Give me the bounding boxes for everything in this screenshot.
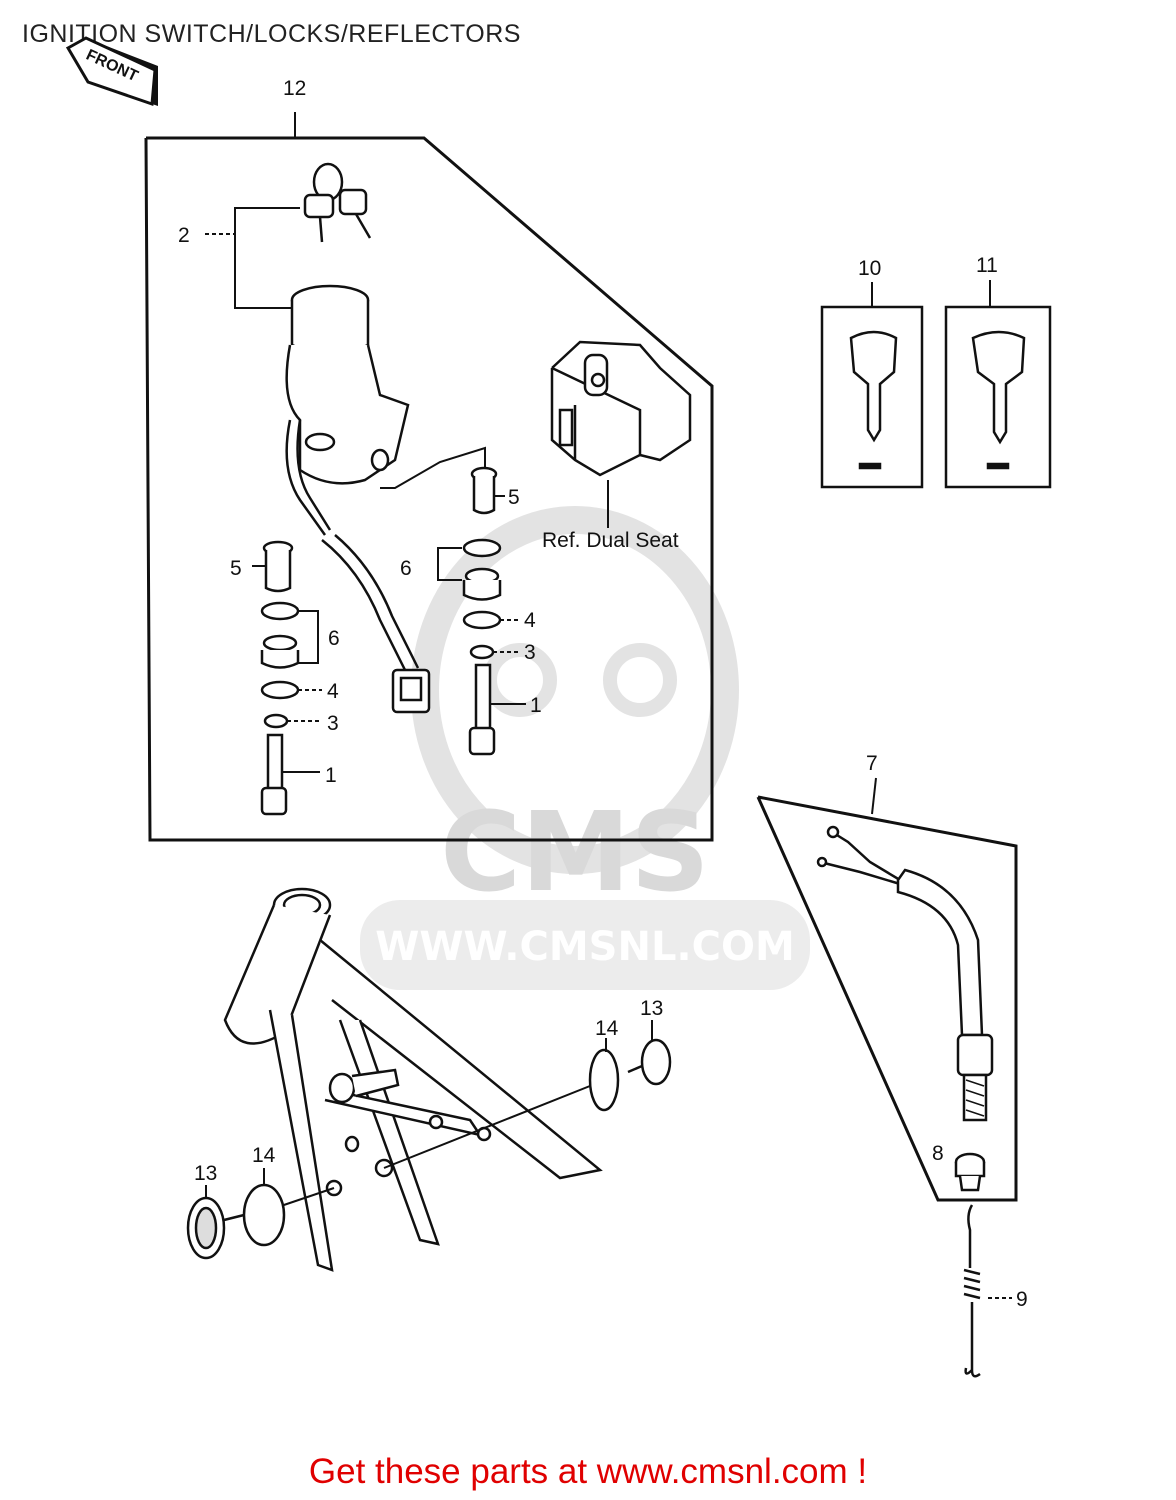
callout-1-right: 1 bbox=[530, 694, 542, 717]
callout-3-right: 3 bbox=[524, 641, 536, 664]
callout-11: 11 bbox=[976, 254, 998, 277]
callout-3-left: 3 bbox=[327, 712, 339, 735]
switch-wire-harness bbox=[321, 534, 420, 671]
callout-2: 2 bbox=[178, 224, 190, 247]
callout-13-right: 13 bbox=[640, 997, 663, 1020]
wire-connector-icon bbox=[391, 668, 431, 714]
callout-6-left: 6 bbox=[328, 627, 340, 650]
callout-7: 7 bbox=[866, 752, 878, 775]
callout-8: 8 bbox=[932, 1142, 944, 1165]
callout-9: 9 bbox=[1016, 1288, 1028, 1311]
item-2-bracket bbox=[205, 207, 300, 309]
ref-dual-seat-label: Ref. Dual Seat bbox=[542, 529, 679, 552]
right-fastener-stack bbox=[462, 466, 502, 756]
reflector-right-icon bbox=[588, 1038, 672, 1112]
footer-promo-text: Get these parts at www.cmsnl.com ! bbox=[308, 1452, 868, 1491]
callout-10: 10 bbox=[858, 257, 881, 280]
key-blank-11-card bbox=[944, 305, 1052, 489]
callout-4-left: 4 bbox=[327, 680, 339, 703]
callout-6-right: 6 bbox=[400, 557, 412, 580]
ignition-switch-body-icon bbox=[285, 284, 410, 536]
callout-14-left: 14 bbox=[252, 1144, 276, 1167]
diagram-title: IGNITION SWITCH/LOCKS/REFLECTORS bbox=[22, 20, 521, 48]
watermark-url: WWW.CMSNL.COM bbox=[375, 924, 795, 970]
callout-13-left: 13 bbox=[194, 1162, 217, 1185]
return-spring-icon bbox=[963, 1204, 1012, 1378]
ignition-switch-group-frame bbox=[144, 112, 714, 842]
neutral-switch-cable-icon bbox=[816, 825, 994, 1122]
item-6-bracket-right bbox=[437, 547, 462, 581]
left-stack-leaders bbox=[252, 565, 322, 773]
front-arrow-badge: FRONT bbox=[65, 36, 158, 107]
dual-seat-lock-icon bbox=[550, 340, 692, 477]
neutral-switch-group-frame bbox=[756, 777, 1018, 1202]
right-stack-leaders bbox=[490, 495, 526, 705]
key-blank-10-card bbox=[820, 305, 924, 489]
callout-14-right: 14 bbox=[595, 1017, 619, 1040]
callout-4-right: 4 bbox=[524, 609, 536, 632]
ignition-keys-icon bbox=[303, 162, 372, 243]
callout-5-left: 5 bbox=[230, 557, 242, 580]
watermark-brand: CMS bbox=[440, 788, 709, 916]
switch-nut-icon bbox=[954, 1152, 986, 1192]
reflector-left-icon bbox=[186, 1183, 286, 1260]
callout-1-left: 1 bbox=[325, 764, 337, 787]
frame-headstock-icon bbox=[223, 887, 603, 1272]
reflector-leader-lines bbox=[274, 1081, 601, 1209]
left-fastener-stack bbox=[260, 540, 300, 816]
watermark: CMS WWW.CMSNL.COM bbox=[360, 506, 810, 990]
callout-5-right: 5 bbox=[508, 486, 520, 509]
item-6-bracket-left bbox=[298, 610, 319, 664]
callout-12: 12 bbox=[283, 77, 306, 100]
leader-line bbox=[380, 446, 486, 489]
